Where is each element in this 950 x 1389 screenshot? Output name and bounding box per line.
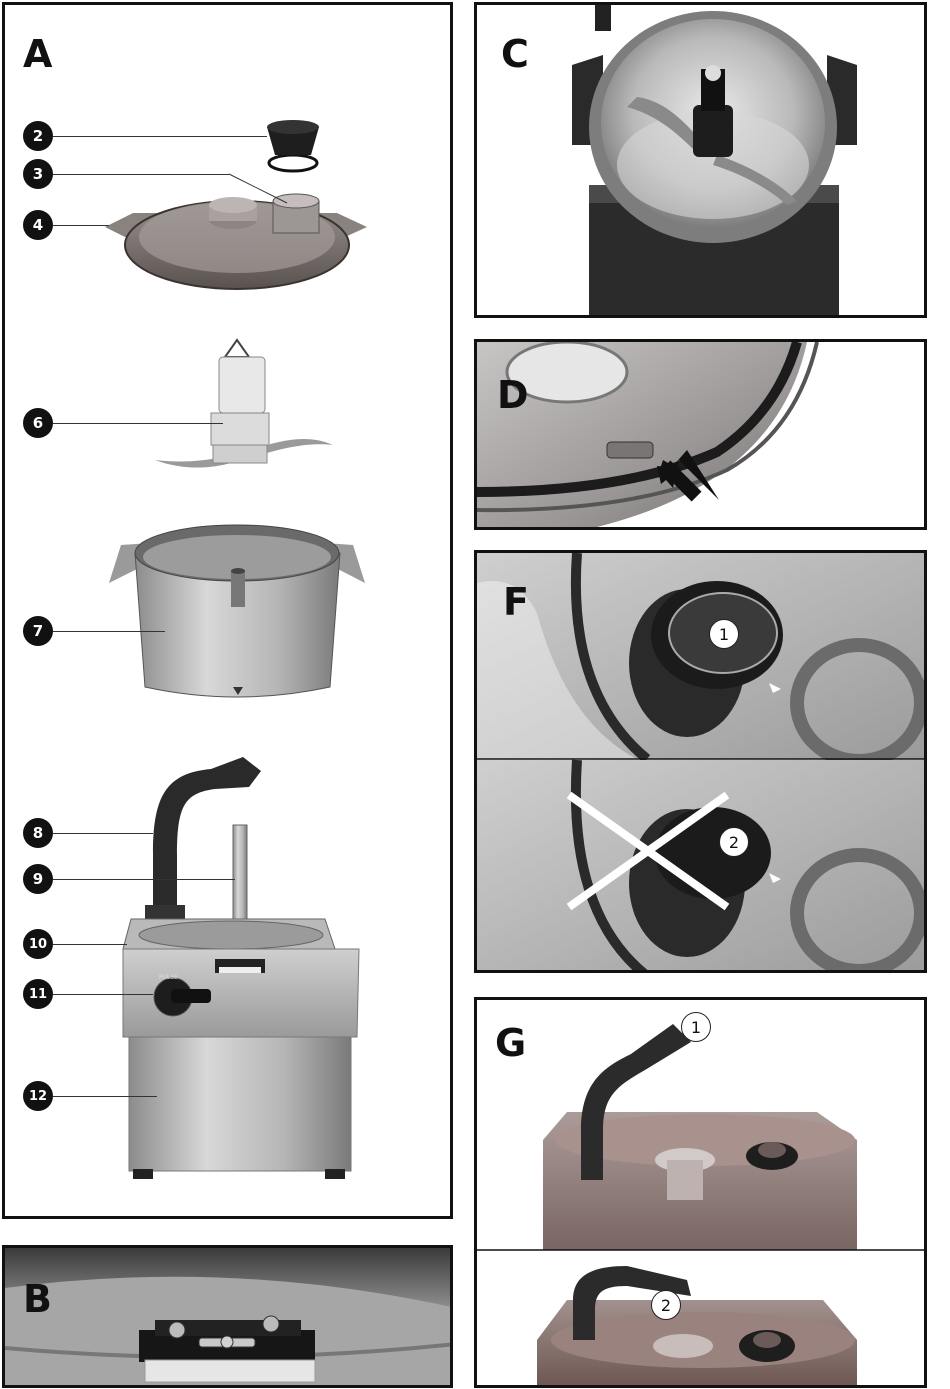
panel-b-photo: [5, 1248, 453, 1388]
panel-a-illustration: [5, 5, 453, 1219]
marker-g-1: 1: [681, 1012, 711, 1042]
leader-9: [53, 879, 235, 880]
leader-12: [53, 1096, 157, 1097]
leader-11: [53, 994, 153, 995]
callout-10: 10: [23, 929, 53, 959]
panel-c-photo: [477, 5, 927, 318]
callout-6: 6: [23, 408, 53, 438]
callout-8: 8: [23, 818, 53, 848]
leader-2: [53, 136, 267, 137]
leader-3: [53, 174, 229, 175]
cap-part: [267, 120, 319, 171]
callout-11: 11: [23, 979, 53, 1009]
callout-3: 3: [23, 159, 53, 189]
panel-c-letter: C: [501, 35, 528, 73]
callout-12: 12: [23, 1081, 53, 1111]
marker-g-2: 2: [651, 1290, 681, 1320]
base-unit: [123, 757, 359, 1179]
panel-c: C: [474, 2, 927, 318]
panel-d-photo: [477, 342, 927, 530]
bowl-part: [109, 525, 365, 697]
marker-f-2: 2: [719, 827, 749, 857]
panel-b-letter: B: [23, 1280, 51, 1318]
lid-part: [105, 194, 367, 289]
panel-g: G 1 2: [474, 997, 927, 1388]
callout-2: 2: [23, 121, 53, 151]
marker-f-1: 1: [709, 619, 739, 649]
panel-d-letter: D: [497, 376, 528, 414]
panel-g-letter: G: [495, 1024, 525, 1062]
panel-a-letter: A: [23, 35, 51, 73]
panel-f-photo: [477, 553, 927, 973]
leader-7: [53, 631, 165, 632]
leader-6: [53, 423, 223, 424]
panel-b: B: [2, 1245, 453, 1388]
panel-d: D: [474, 339, 927, 530]
panel-g-photo: [477, 1000, 927, 1388]
panel-a: A: [2, 2, 453, 1219]
leader-4: [53, 225, 109, 226]
switch-label: PULSE: [159, 974, 178, 981]
panel-f-letter: F: [503, 583, 528, 621]
blade-part: [155, 340, 333, 468]
callout-9: 9: [23, 864, 53, 894]
leader-8: [53, 833, 153, 834]
callout-7: 7: [23, 616, 53, 646]
leader-10: [53, 944, 127, 945]
panel-f: F 1 2: [474, 550, 927, 973]
callout-4: 4: [23, 210, 53, 240]
